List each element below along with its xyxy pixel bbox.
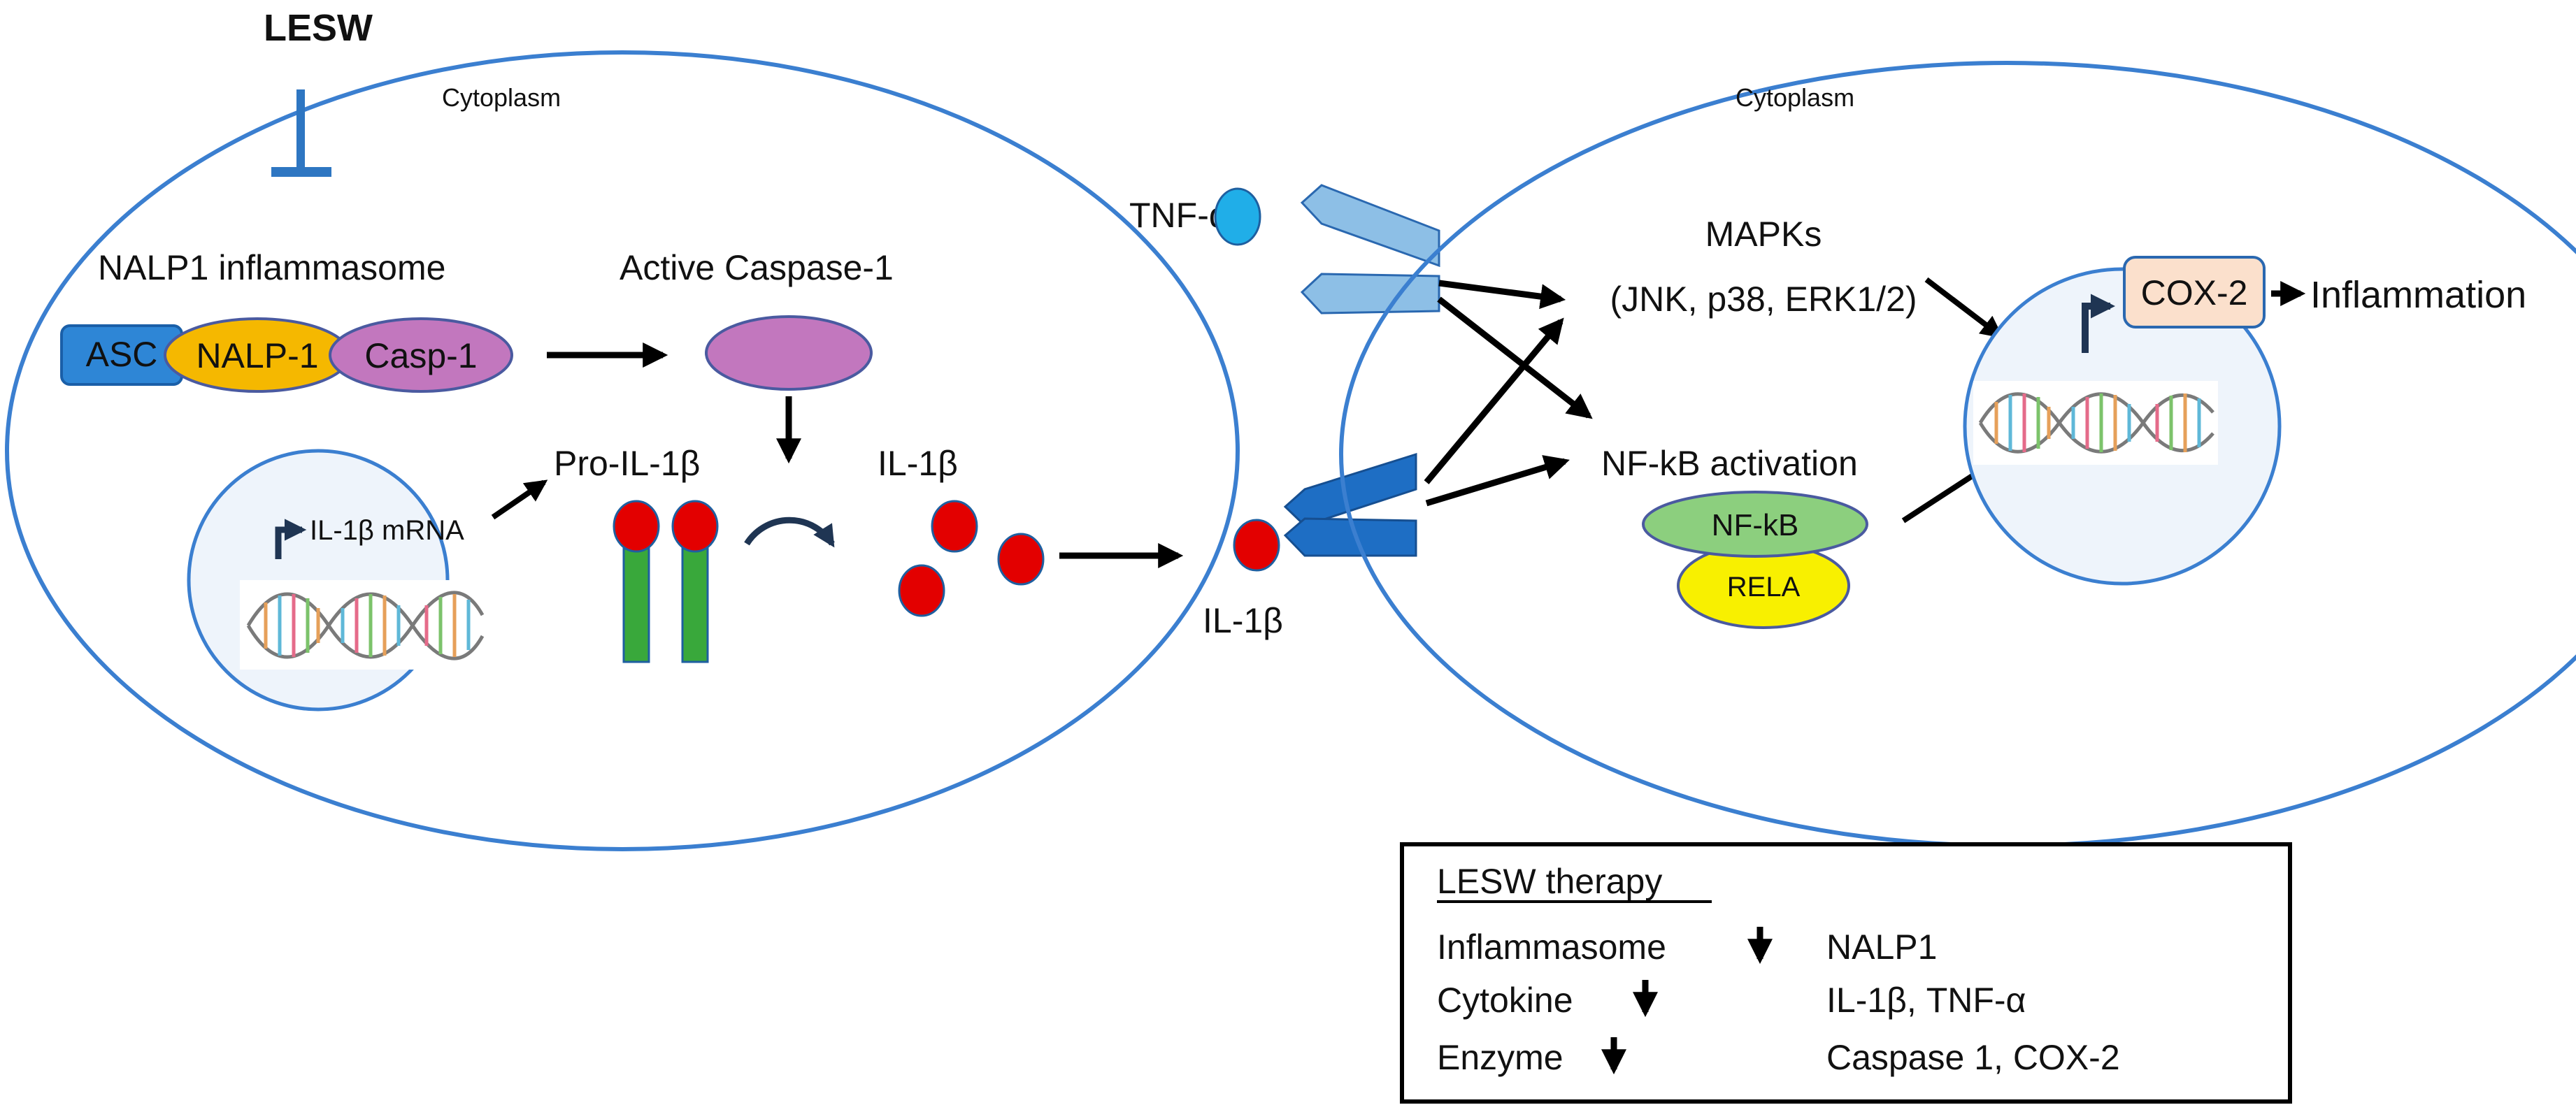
il1b-particle <box>931 500 978 553</box>
cox2-box: COX-2 <box>2123 256 2266 328</box>
transcription-start-icon <box>275 519 307 559</box>
tnf-receptor <box>1300 184 1440 315</box>
left-cytoplasm-label: Cytoplasm <box>442 83 561 112</box>
arrow-il1r-to-mapk <box>1424 317 1564 484</box>
right-cytoplasm-label: Cytoplasm <box>1736 83 1854 112</box>
pro-il1b-left <box>613 500 660 663</box>
nalp1-protein: NALP-1 <box>164 317 351 393</box>
casp1-label: Casp-1 <box>364 336 477 375</box>
left-cell-membrane <box>5 50 1240 851</box>
right-cell-membrane <box>1339 61 2576 848</box>
nalp1-label: NALP-1 <box>196 336 318 375</box>
arrow-il1r-to-nfkb <box>1425 455 1570 507</box>
inhibition-symbol <box>271 89 331 177</box>
extracellular-il1b-label: IL-1β <box>1203 601 1283 640</box>
cleavage-arrow <box>744 517 835 548</box>
extracellular-il1b <box>1233 519 1280 572</box>
il1-receptor <box>1283 452 1417 557</box>
nfkb-activation-label: NF-kB activation <box>1601 444 1858 483</box>
il1b-particle <box>898 564 945 617</box>
legend-row-target: NALP1 <box>1826 927 1937 967</box>
legend-row-target: IL-1β, TNF-α <box>1826 981 2026 1020</box>
legend-row-label: Inflammasome <box>1437 927 1666 967</box>
arrow-tnfr-to-nfkb <box>1437 296 1593 419</box>
tnf-label: TNF-α <box>1129 196 1229 235</box>
pro-il1b-label: Pro-IL-1β <box>554 444 700 483</box>
cox2-label: COX-2 <box>2141 273 2248 312</box>
transcription-start-icon <box>2082 294 2115 353</box>
mrna-label: IL-1β mRNA <box>310 515 464 546</box>
nfkb-label: NF-kB <box>1712 508 1799 542</box>
mapks-list: (JNK, p38, ERK1/2) <box>1610 280 1917 319</box>
inflammation-label: Inflammation <box>2310 274 2526 316</box>
active-caspase1-protein <box>705 315 873 391</box>
rela-label: RELA <box>1727 572 1801 602</box>
left-il1b-label: IL-1β <box>878 444 958 483</box>
mapks-label: MAPKs <box>1705 215 1822 254</box>
arrow-mrna-to-pro <box>491 479 548 520</box>
arrow-tnfr-to-mapk <box>1438 280 1566 310</box>
active-caspase-label: Active Caspase-1 <box>620 248 894 287</box>
dna-helix-icon <box>240 580 486 670</box>
tnf-alpha-ligand <box>1214 187 1261 246</box>
inflammasome-label: NALP1 inflammasome <box>98 248 445 287</box>
casp1-protein: Casp-1 <box>329 317 513 393</box>
pro-il1b-right <box>671 500 719 663</box>
legend-row-label: Enzyme <box>1437 1038 1564 1077</box>
dna-helix-icon <box>1973 381 2218 465</box>
arrow-mapk-to-nucleus <box>1924 277 2004 338</box>
nfkb-protein: NF-kB <box>1642 491 1868 558</box>
legend-title: LESW therapy <box>1437 862 1662 901</box>
il1b-particle <box>997 533 1045 586</box>
legend-row-target: Caspase 1, COX-2 <box>1826 1038 2120 1077</box>
lesw-therapy-legend: LESW therapy Inflammasome NALP1 Cytokine… <box>1400 842 2292 1104</box>
lesw-title: LESW <box>264 7 373 49</box>
legend-row-label: Cytokine <box>1437 981 1573 1020</box>
asc-label: ASC <box>86 335 158 374</box>
